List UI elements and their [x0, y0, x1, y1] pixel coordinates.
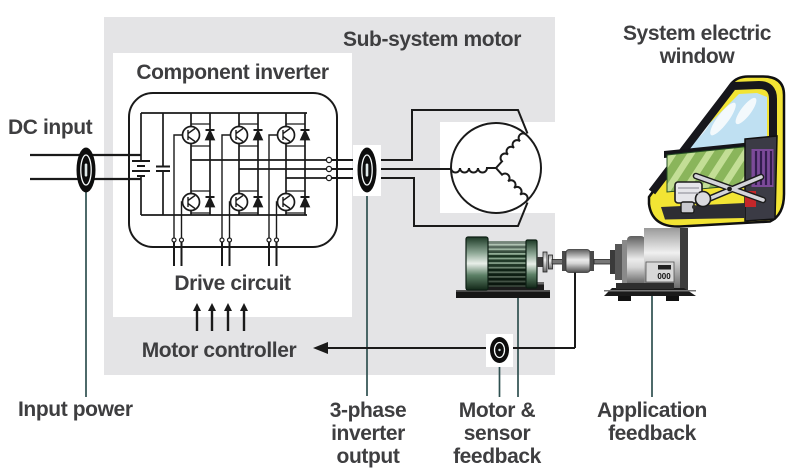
- belt-line: [664, 140, 773, 158]
- drive-circuit-label: Drive circuit: [174, 272, 291, 295]
- sub-system-motor-label: Sub-system motor: [343, 28, 521, 51]
- system-electric-window-label: System electric window: [622, 22, 772, 68]
- red-accent: [745, 191, 756, 207]
- interior-side-panel: [744, 135, 778, 222]
- window-regulator: [692, 172, 767, 207]
- inner-glass-pane: [666, 143, 767, 193]
- glass-highlights: [689, 97, 757, 142]
- motor-controller-label: Motor controller: [141, 339, 297, 362]
- application-feedback-label: Application feedback: [597, 399, 707, 445]
- device-display: 000: [657, 272, 671, 281]
- window-frame: [648, 80, 777, 195]
- input-power-label: Input power: [18, 398, 133, 421]
- application-device-illustration: 000: [604, 228, 696, 301]
- door-pocket-shadow: [661, 203, 745, 220]
- dc-current-sensor-icon: [76, 147, 96, 193]
- coupling-illustration: [551, 249, 613, 273]
- dc-input-label: DC input: [8, 116, 93, 139]
- speaker-grille: [751, 149, 774, 187]
- three-phase-output-label: 3-phase inverter output: [329, 399, 407, 468]
- component-inverter-label: Component inverter: [136, 61, 329, 84]
- device-label-plate: [645, 261, 675, 283]
- car-door-illustration: [647, 75, 786, 228]
- door-shell: [647, 75, 786, 228]
- window-glass: [676, 93, 767, 157]
- motor-sensor-feedback-label: Motor & sensor feedback: [453, 399, 541, 468]
- motor-schematic-panel: [440, 122, 558, 213]
- window-motor-unit: [674, 181, 712, 214]
